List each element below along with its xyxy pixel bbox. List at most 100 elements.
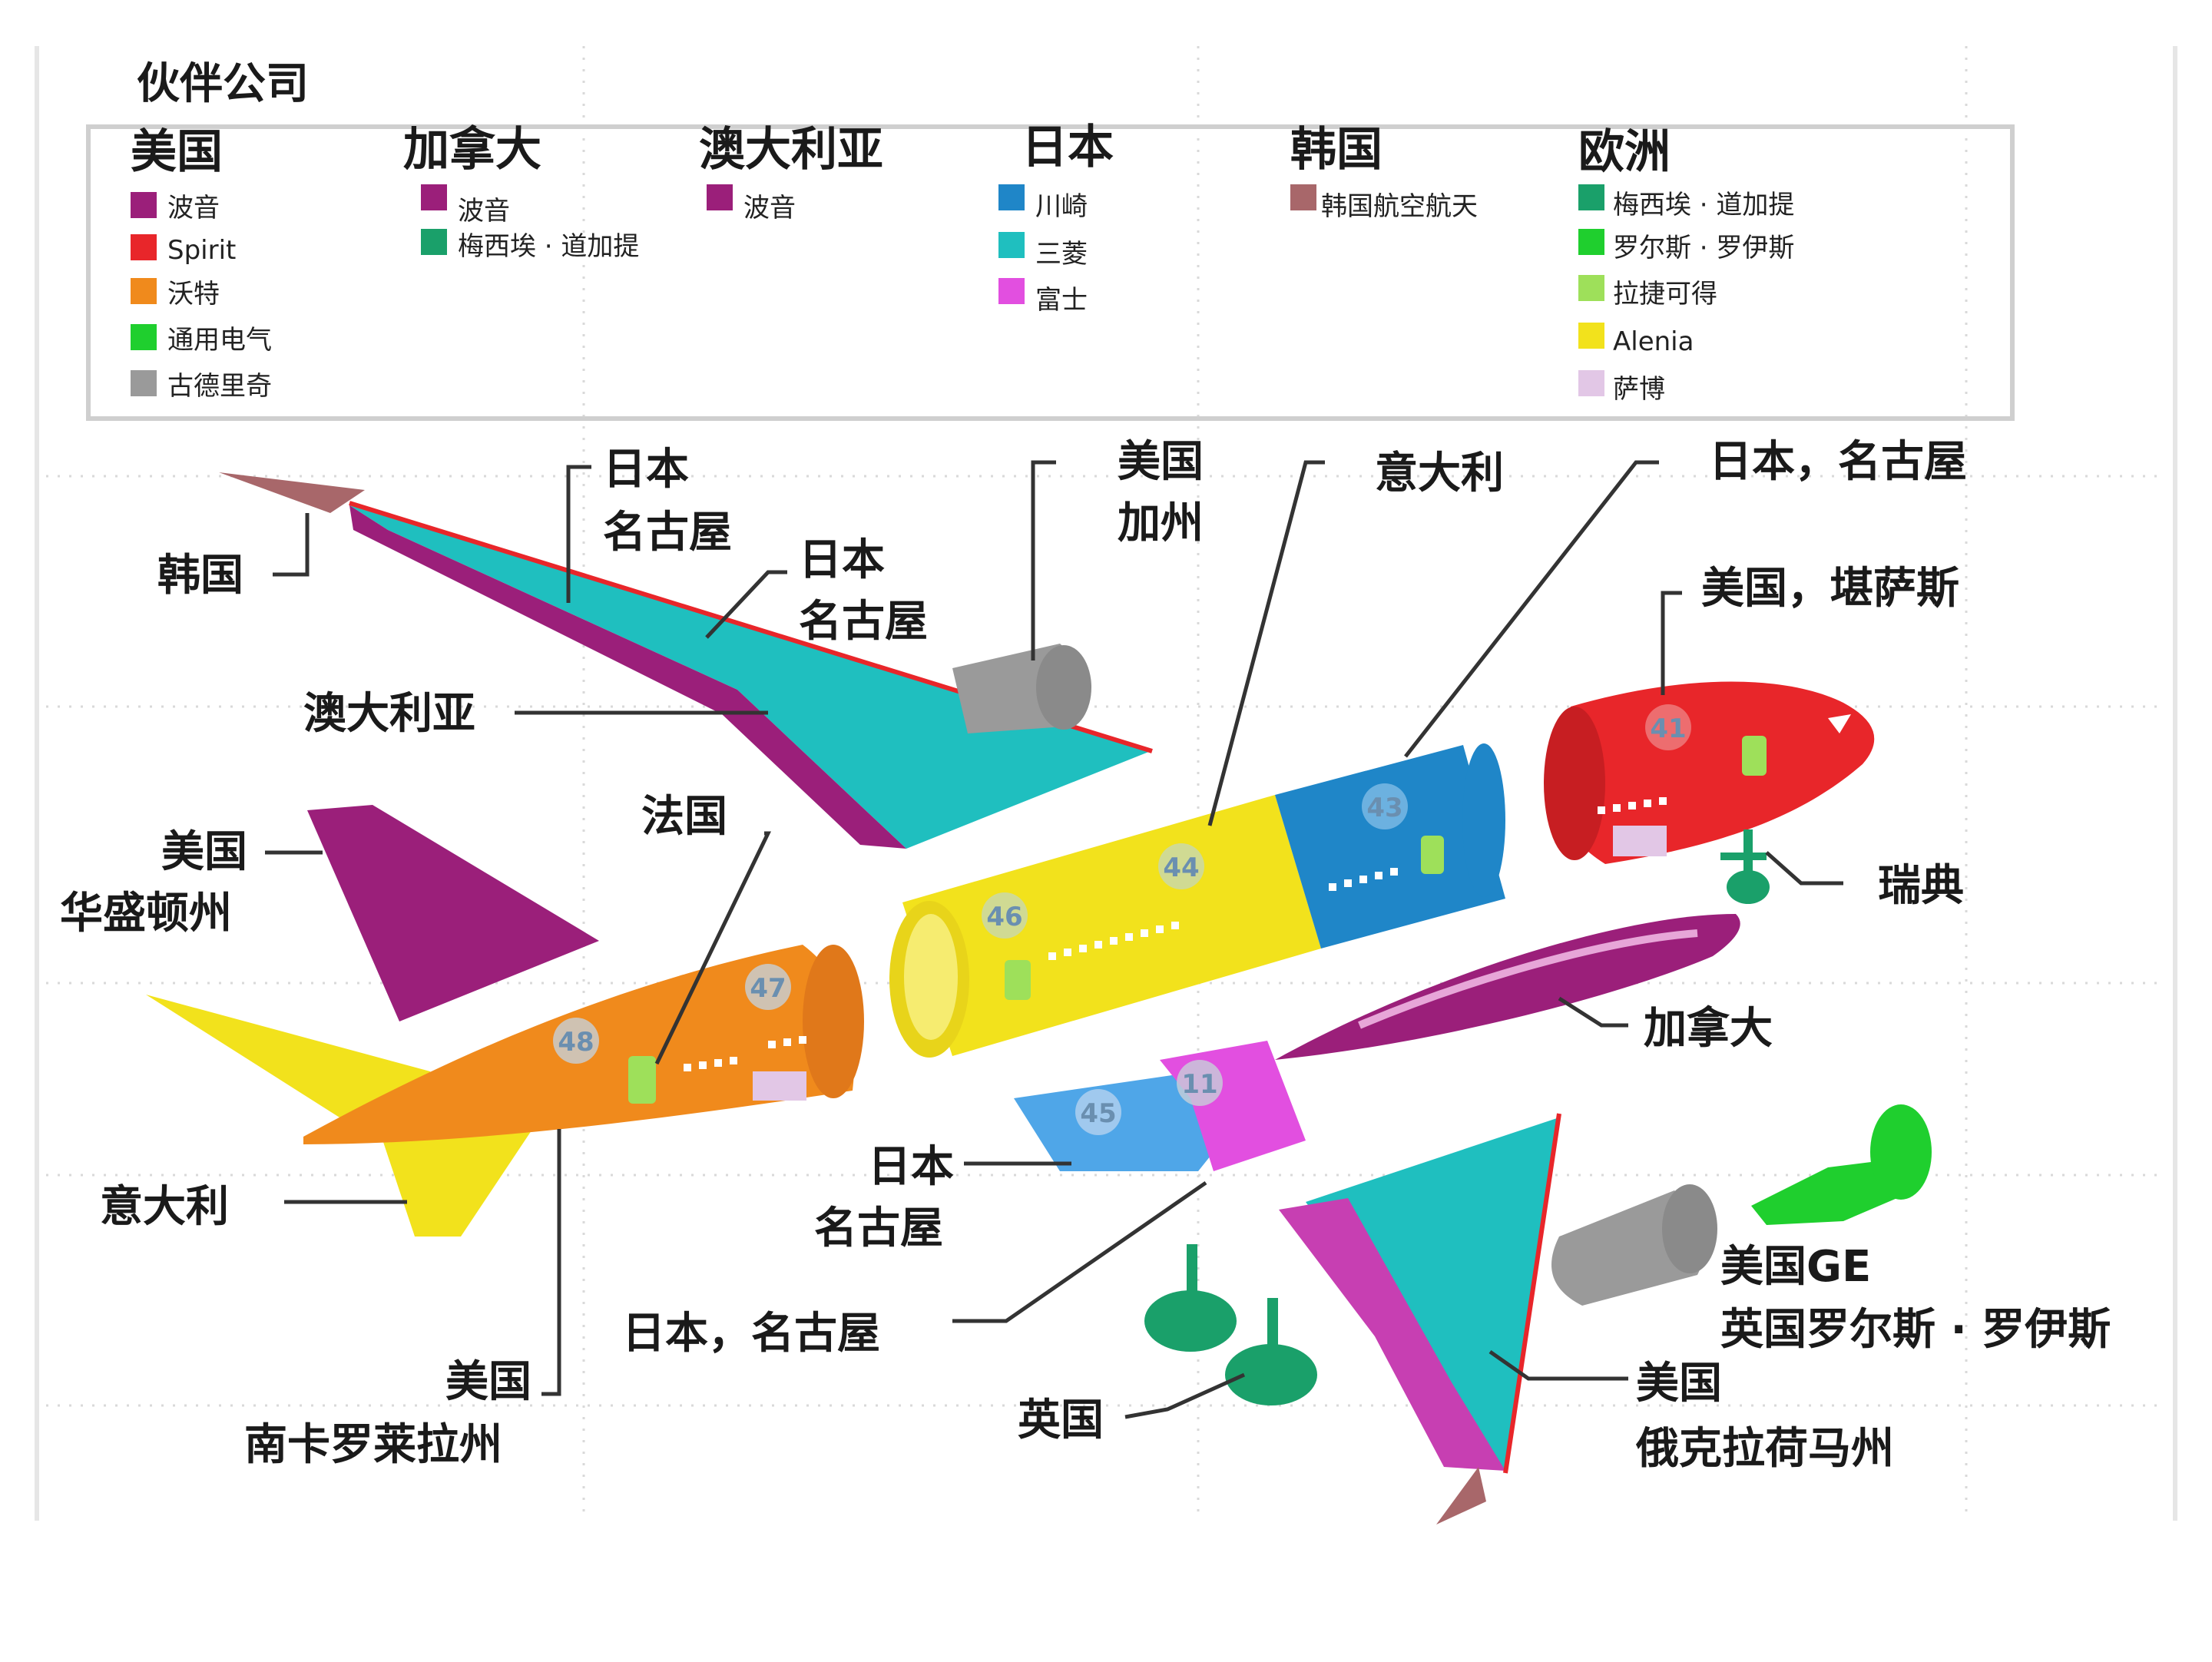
legend-region: 澳大利亚: [699, 123, 883, 177]
label-usa-washington-a: 美国: [161, 827, 247, 877]
wing-body-fairing: [1275, 914, 1740, 1060]
legend-item: Alenia: [1613, 326, 1694, 357]
label-japan-nagoya-5: 日本，名古屋: [622, 1309, 880, 1359]
door: [1742, 736, 1767, 776]
legend-swatch: [131, 278, 157, 304]
horizontal-stabilizer-left: [146, 995, 453, 1121]
raked-wingtip: [219, 472, 365, 513]
label-japan-nagoya-4a: 日本: [868, 1142, 954, 1192]
legend-item: 波音: [743, 193, 796, 223]
wing-leading-edge: [349, 505, 906, 849]
svg-text:47: 47: [750, 973, 786, 1004]
legend-item: 拉捷可得: [1613, 279, 1717, 310]
nose-section: [1544, 681, 1875, 864]
door: [628, 1056, 656, 1104]
legend-item: 梅西埃 · 道加提: [458, 231, 639, 262]
label-usa-south-carolina-a: 美国: [445, 1357, 531, 1407]
legend-item: 川崎: [1035, 191, 1088, 222]
legend-title: 伙伴公司: [137, 59, 309, 109]
legend-swatch: [131, 324, 157, 350]
legend-item: 波音: [458, 196, 510, 227]
mid-fuselage-inner: [904, 914, 958, 1040]
legend-swatch: [1578, 275, 1604, 301]
label-italy-bottom: 意大利: [100, 1182, 229, 1232]
nose-opening: [1544, 707, 1605, 860]
legend-swatch: [1578, 370, 1604, 396]
legend-region: 加拿大: [403, 123, 541, 177]
right-wing: [1279, 1113, 1561, 1525]
engine-fan: [1870, 1104, 1932, 1200]
legend-item: Spirit: [167, 235, 236, 266]
legend-swatch: [1578, 184, 1604, 210]
section-43-end: [1462, 743, 1505, 897]
legend-item: 沃特: [167, 279, 220, 310]
legend-group-japan: 日本 川崎 三菱 富士: [998, 121, 1114, 316]
svg-text:46: 46: [986, 902, 1022, 932]
section-numbers: 41 43 44 46 47 48 45 11: [553, 704, 1691, 1135]
raked-wingtip: [1436, 1467, 1486, 1525]
label-france: 法国: [641, 792, 727, 842]
svg-text:45: 45: [1080, 1098, 1116, 1129]
upper-engine: [952, 644, 1091, 733]
wing-lower-leading: [1279, 1198, 1505, 1471]
legend-item: 梅西埃 · 道加提: [1613, 190, 1794, 220]
legend-group-europe: 欧洲 梅西埃 · 道加提 罗尔斯 · 罗伊斯 拉捷可得 Alenia 萨博: [1578, 125, 1794, 405]
legend-region: 日本: [1022, 121, 1114, 174]
legend-swatch: [131, 192, 157, 218]
label-usa-oklahoma-a: 美国: [1636, 1359, 1722, 1409]
engine-inlet: [1036, 645, 1091, 730]
svg-text:44: 44: [1163, 853, 1199, 883]
label-usa-california-b: 加州: [1118, 498, 1204, 548]
legend-group-canada: 加拿大 波音 梅西埃 · 道加提: [403, 123, 639, 262]
label-sweden: 瑞典: [1878, 861, 1964, 911]
label-japan-nagoya-2b: 名古屋: [799, 597, 928, 647]
legend-item: 通用电气: [167, 325, 272, 356]
svg-text:11: 11: [1181, 1069, 1217, 1100]
legend-item: 萨博: [1613, 374, 1665, 405]
engine-inlet: [1662, 1184, 1717, 1273]
label-usa-kansas: 美国，堪萨斯: [1701, 564, 1959, 614]
label-usa-washington-b: 华盛顿州: [60, 889, 232, 939]
label-japan-nagoya-4b: 名古屋: [814, 1203, 943, 1253]
legend-swatch: [421, 229, 447, 255]
legend-swatch: [131, 370, 157, 396]
legend-swatch: [1290, 184, 1316, 210]
center-wing-box: [1014, 1041, 1306, 1171]
legend-swatch: [998, 278, 1025, 304]
mid-fuselage: [889, 795, 1321, 1058]
lower-engine: [1551, 1184, 1717, 1306]
engine-core: [1751, 1104, 1932, 1225]
legend-item: 三菱: [1035, 239, 1088, 270]
door: [1005, 960, 1031, 1000]
wing-trailing-edge: [1503, 1113, 1561, 1474]
section-43-body: [1275, 745, 1505, 949]
label-engines-a: 美国GE: [1720, 1242, 1871, 1292]
wing-lower-panel: [1306, 1117, 1559, 1471]
windows: [684, 1036, 806, 1071]
legend-swatch: [421, 184, 447, 210]
legend-box: [86, 124, 2015, 421]
svg-text:43: 43: [1366, 793, 1402, 823]
label-usa-oklahoma-b: 俄克拉荷马州: [1635, 1424, 1894, 1474]
cargo-door: [1613, 826, 1667, 856]
section-badge-41: 41: [1645, 704, 1691, 750]
legend-group-korea: 韩国 韩国航空航天: [1290, 123, 1478, 222]
legend-swatch: [998, 184, 1025, 210]
label-korea: 韩国: [157, 551, 243, 601]
legend-group-usa: 美国 波音 Spirit 沃特 通用电气 古德里奇: [131, 125, 272, 402]
label-australia: 澳大利亚: [303, 689, 475, 739]
legend-item: 韩国航空航天: [1321, 191, 1478, 222]
section-badge-46: 46: [982, 892, 1028, 939]
legend-item: 罗尔斯 · 罗伊斯: [1613, 233, 1794, 263]
label-canada: 加拿大: [1644, 1004, 1773, 1054]
cockpit-window: [1828, 714, 1851, 733]
region-labels: 韩国 日本 名古屋 日本 名古屋 澳大利亚 美国 加州 意大利 日本，名古屋 美…: [60, 437, 2111, 1474]
label-uk: 英国: [1018, 1395, 1104, 1445]
legend-item: 波音: [167, 193, 220, 223]
nose-body: [1554, 681, 1875, 864]
aft-fuselage-opening: [803, 945, 864, 1098]
windows: [1329, 868, 1398, 891]
legend-region: 美国: [131, 125, 223, 179]
cargo-door: [753, 1071, 806, 1101]
